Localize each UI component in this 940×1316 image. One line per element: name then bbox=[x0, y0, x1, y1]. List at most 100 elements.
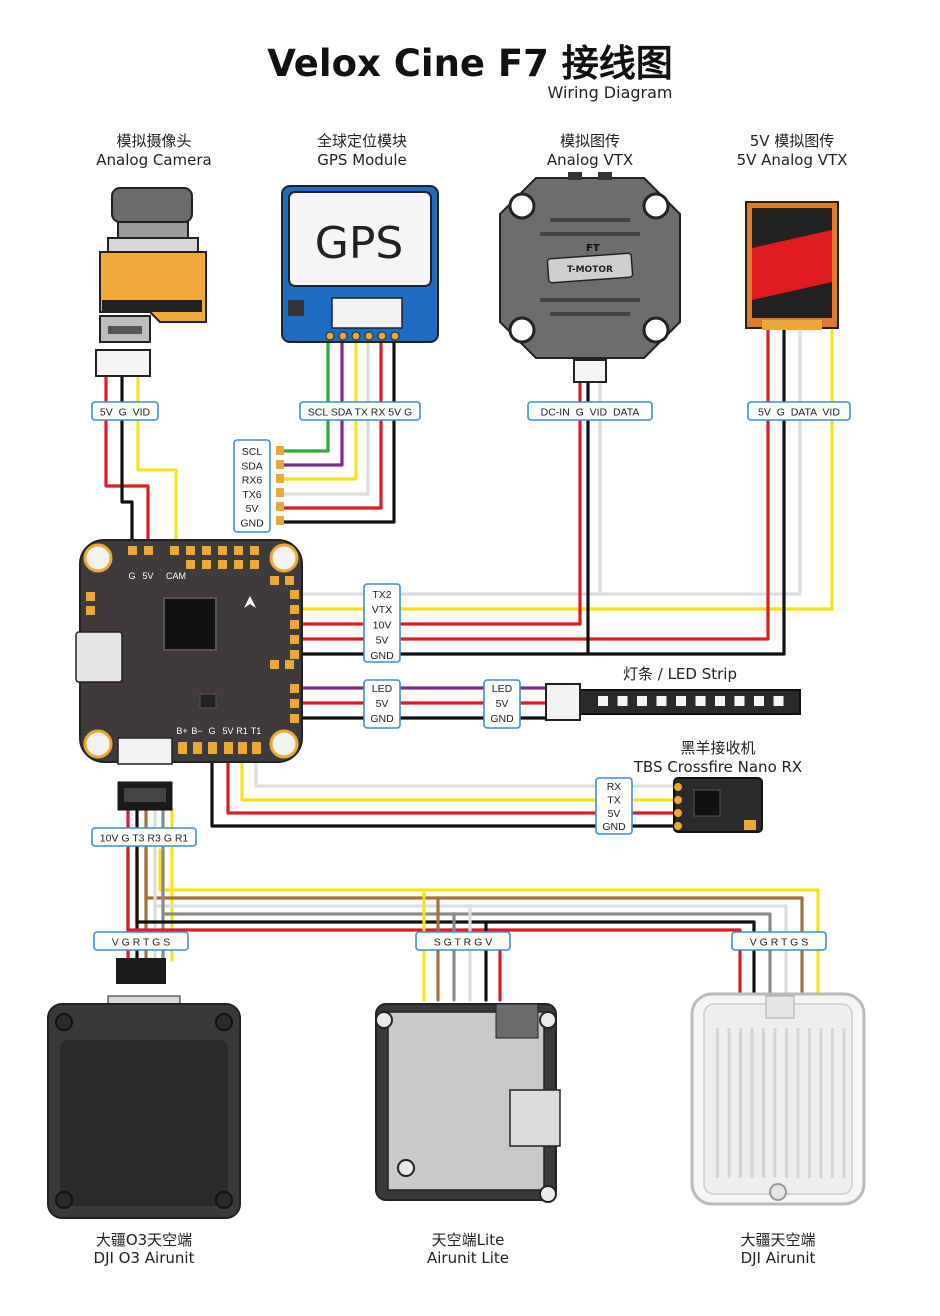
dji-fin-11 bbox=[842, 1028, 846, 1178]
fc-label-bplus: B+ bbox=[176, 726, 187, 736]
led-strip-title: 灯条 / LED Strip bbox=[623, 665, 737, 683]
led-strip-pin-2: GND bbox=[490, 713, 514, 725]
fc-label-t1: T1 bbox=[251, 726, 262, 736]
fc-pad-top-2 bbox=[170, 546, 179, 555]
wire-vtx5v-5v bbox=[294, 328, 770, 641]
fc-pad-right-1 bbox=[290, 605, 299, 614]
o3-plug-pin-box bbox=[91, 827, 197, 847]
fc-pad-led-2 bbox=[290, 714, 299, 723]
fc-pad-misc-a1 bbox=[285, 576, 294, 585]
led-strip-pin-1: 5V bbox=[496, 698, 509, 710]
camera-pin-labels: 5V G VID bbox=[100, 407, 151, 419]
lite-title-en: Airunit Lite bbox=[427, 1249, 509, 1267]
vtx-fc-pin-4: GND bbox=[370, 650, 394, 662]
gps-fc-pad-1 bbox=[276, 460, 284, 469]
dji-fin-0 bbox=[716, 1028, 719, 1178]
camera-pin-box bbox=[91, 401, 159, 421]
o3-title-cn: 大疆O3天空端 bbox=[96, 1231, 192, 1249]
wire-vtx-vid bbox=[294, 328, 834, 611]
rx-pin-2: 5V bbox=[608, 808, 621, 820]
fc-label-cam-5v: 5V bbox=[142, 571, 153, 581]
fc-label-r1: R1 bbox=[236, 726, 248, 736]
fc-pad-top-0 bbox=[128, 546, 137, 555]
page-subtitle: Wiring Diagram bbox=[547, 83, 672, 102]
gps-chip-label: GPS bbox=[315, 218, 404, 269]
fc-pad-top-3 bbox=[186, 546, 195, 555]
gps-title-cn: 全球定位模块 bbox=[317, 132, 407, 150]
led-chip-1 bbox=[617, 696, 628, 706]
camera-title-en: Analog Camera bbox=[96, 151, 211, 169]
gps-fc-pin-box bbox=[233, 439, 271, 533]
analog-vtx-5v bbox=[745, 201, 839, 330]
fc-pad-bottom-0 bbox=[178, 742, 187, 754]
vtx5v-pin-box bbox=[747, 401, 851, 421]
wire-gps-tx bbox=[279, 336, 358, 481]
vtx5v-pin-labels: 5V G DATA VID bbox=[758, 407, 840, 419]
o3-plug-pin-labels: 10V G T3 R3 G R1 bbox=[100, 833, 189, 845]
fc-pad-left-1 bbox=[86, 606, 95, 615]
led-chip-6 bbox=[715, 696, 725, 706]
vtx5v-title-cn: 5V 模拟图传 bbox=[750, 132, 835, 150]
fc-pads bbox=[86, 446, 299, 754]
fc-pad-top2-0 bbox=[186, 560, 195, 569]
fc-label-cam-g: G bbox=[128, 571, 135, 581]
fc-pad-led-1 bbox=[290, 699, 299, 708]
gps-fc-pad-3 bbox=[276, 488, 284, 497]
led-fc-pin-2: GND bbox=[370, 713, 394, 725]
flight-controller bbox=[75, 539, 303, 765]
led-chip-9 bbox=[773, 696, 784, 706]
vtx-title-cn: 模拟图传 bbox=[560, 132, 620, 150]
o3-pin-box bbox=[93, 931, 189, 951]
vtx-fc-pin-0: TX2 bbox=[372, 589, 391, 601]
dji-o3-airunit bbox=[47, 958, 241, 1219]
lite-pin-box bbox=[415, 931, 511, 951]
fc-pad-top-4 bbox=[202, 546, 211, 555]
dji-title-en: DJI Airunit bbox=[741, 1249, 816, 1267]
gps-pin-box bbox=[299, 401, 421, 421]
dji-fin-4 bbox=[762, 1028, 765, 1178]
lite-title-cn: 天空端Lite bbox=[432, 1231, 505, 1249]
wire-camera-vid bbox=[136, 373, 178, 550]
led-strip bbox=[545, 683, 801, 721]
dji-fin-9 bbox=[819, 1028, 823, 1178]
vtx-fc-pin-2: 10V bbox=[373, 619, 392, 631]
page-title: Velox Cine F7 接线图 bbox=[267, 42, 673, 85]
dji-pin-box bbox=[731, 931, 827, 951]
dji-fin-7 bbox=[796, 1028, 800, 1178]
gps-title-en: GPS Module bbox=[317, 151, 407, 169]
vtx-pin-labels: DC-IN G VID DATA bbox=[541, 407, 640, 419]
gps-fc-pin-0: SCL bbox=[242, 446, 263, 458]
led-chip-3 bbox=[656, 696, 667, 706]
wire-gps-rx bbox=[279, 336, 370, 496]
rx-pin-0: RX bbox=[607, 781, 622, 793]
fc-pad-bottom-2 bbox=[208, 742, 217, 754]
fc-label-cam: CAM bbox=[166, 571, 186, 581]
fc-pad-right-4 bbox=[290, 650, 299, 659]
wire-camera-5v bbox=[104, 373, 150, 550]
led-strip-pin-box bbox=[483, 679, 521, 729]
fc-pad-bottom-5 bbox=[252, 742, 261, 754]
gps-module bbox=[281, 185, 439, 343]
led-fc-pin-box bbox=[363, 679, 401, 729]
led-strip-pins: LED 5V GND bbox=[490, 683, 514, 725]
vtx-fc-pin-box bbox=[363, 583, 401, 663]
wire-vtx-gnd bbox=[294, 328, 786, 656]
fc-pad-top2-4 bbox=[250, 560, 259, 569]
wire-gps-5v bbox=[279, 336, 383, 510]
gps-fc-pin-1: SDA bbox=[241, 460, 263, 472]
rx-pin-box bbox=[595, 777, 633, 835]
led-fc-pin-0: LED bbox=[372, 683, 393, 695]
fc-pad-right-3 bbox=[290, 635, 299, 644]
led-strip-pin-0: LED bbox=[492, 683, 513, 695]
fc-pad-top-5 bbox=[218, 546, 227, 555]
crossfire-rx bbox=[673, 777, 763, 833]
fc-pad-bottom-3 bbox=[224, 742, 233, 754]
rx-pin-1: TX bbox=[607, 794, 620, 806]
gps-fc-pin-3: TX6 bbox=[242, 489, 261, 501]
fc-pad-top2-1 bbox=[202, 560, 211, 569]
vtx-brand: T-MOTOR bbox=[567, 265, 613, 275]
led-chip-8 bbox=[754, 696, 764, 706]
fc-pad-top2-2 bbox=[218, 560, 227, 569]
